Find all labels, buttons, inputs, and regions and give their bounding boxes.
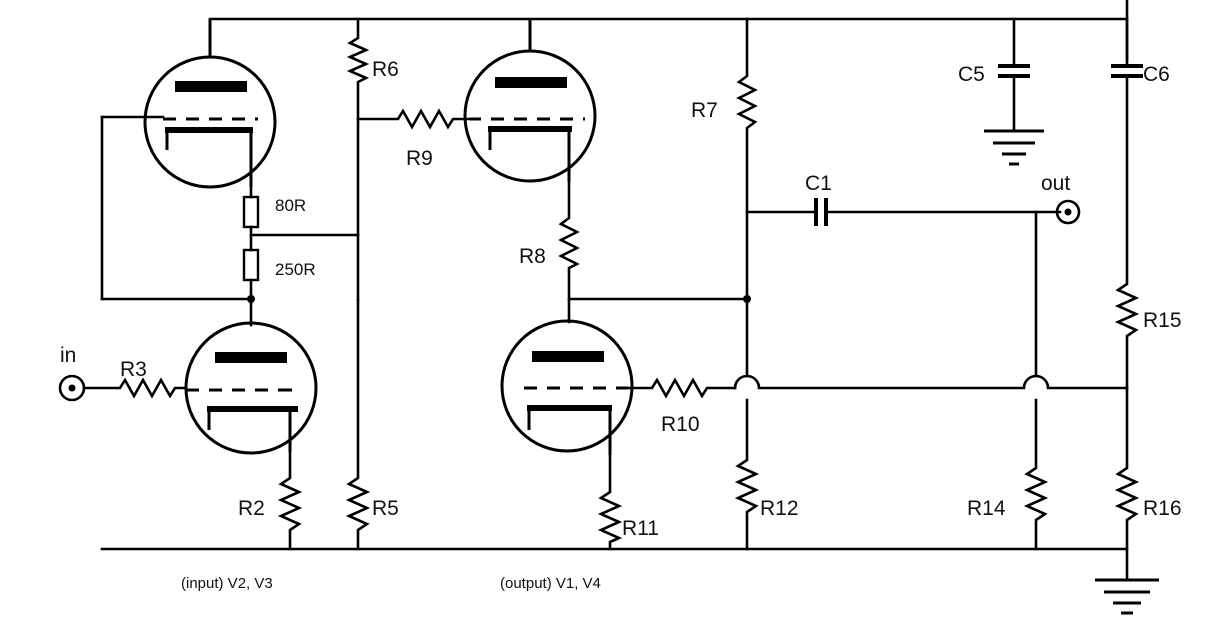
resistor-r15 xyxy=(1114,76,1140,390)
input-jack[interactable] xyxy=(58,374,86,402)
label-r2: R2 xyxy=(238,497,265,520)
resistor-r3 xyxy=(82,377,188,399)
label-c1: C1 xyxy=(805,172,832,195)
label-250r: 250R xyxy=(275,260,316,279)
tube-v1 xyxy=(463,19,597,183)
label-c5: C5 xyxy=(958,63,985,86)
resistor-250r xyxy=(242,248,260,282)
tube-v2 xyxy=(143,19,277,189)
label-r16: R16 xyxy=(1143,497,1182,520)
label-r11: R11 xyxy=(622,517,659,540)
label-80r: 80R xyxy=(275,196,306,215)
label-r5: R5 xyxy=(372,497,399,520)
ground-symbol-c5 xyxy=(984,129,1044,166)
resistor-r9 xyxy=(356,108,472,130)
resistor-r2 xyxy=(277,450,303,551)
resistor-r14 xyxy=(1023,398,1049,551)
label-r14: R14 xyxy=(967,497,1006,520)
label-r10: R10 xyxy=(661,413,700,436)
resistor-r8 xyxy=(558,180,580,324)
label-in: in xyxy=(60,344,76,367)
resistor-r7 xyxy=(736,17,758,378)
resistor-r16 xyxy=(1114,386,1140,582)
label-r7: R7 xyxy=(691,99,718,122)
capacitor-c1 xyxy=(814,198,828,226)
label-r6: R6 xyxy=(372,58,399,81)
resistor-r12 xyxy=(734,398,760,551)
output-jack[interactable] xyxy=(1055,199,1081,225)
resistor-r10 xyxy=(626,377,737,399)
capacitor-c6 xyxy=(1111,64,1143,78)
label-r3: R3 xyxy=(120,358,147,381)
caption-output-tubes: (output) V1, V4 xyxy=(500,575,601,592)
label-r9: R9 xyxy=(406,147,433,170)
ground-symbol-main xyxy=(1095,578,1159,615)
tube-v4 xyxy=(500,319,634,455)
label-r15: R15 xyxy=(1143,309,1182,332)
caption-input-tubes: (input) V2, V3 xyxy=(181,575,273,592)
label-r12: R12 xyxy=(760,497,799,520)
resistor-80r xyxy=(242,195,260,229)
capacitor-c5 xyxy=(998,64,1030,78)
feedback-line xyxy=(733,374,1129,390)
tube-v3 xyxy=(184,321,318,455)
label-r8: R8 xyxy=(519,245,546,268)
resistor-r11 xyxy=(597,453,623,551)
label-c6: C6 xyxy=(1143,63,1170,86)
resistor-r5 xyxy=(345,298,371,551)
resistor-r6 xyxy=(346,17,370,302)
label-out: out xyxy=(1041,172,1070,195)
